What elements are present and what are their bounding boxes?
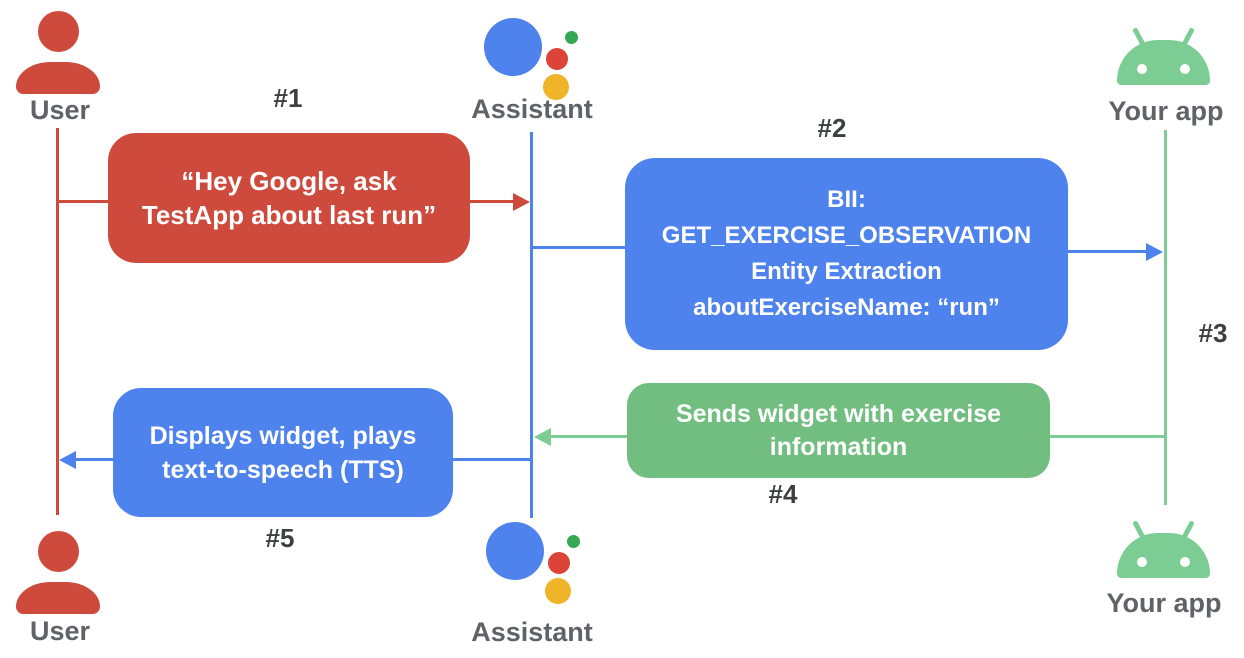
android-eye [1180,557,1190,567]
assistant-yellow-circle [543,74,569,100]
assistant-green-circle [567,535,580,548]
assistant-blue-circle [484,18,542,76]
connector-2-tail [532,246,625,249]
android-icon [1117,27,1210,85]
assistant-yellow-circle [545,578,571,604]
user-body [16,62,100,94]
message-box-5: Displays widget, plays text-to-speech (T… [113,388,453,517]
arrow-2-shaft [1068,250,1148,253]
actor-label-app-top: Your app [1108,96,1224,126]
step-tag-2: #2 [817,113,847,143]
user-head [37,531,79,572]
step-tag-3: #3 [1198,318,1228,348]
message-2-line: BII: [827,186,866,213]
assistant-red-circle [548,552,570,574]
android-eye [1137,64,1147,74]
message-box-1: “Hey Google, ask TestApp about last run” [108,133,470,263]
user-icon [16,11,100,94]
message-box-4: Sends widget with exercise information [627,383,1050,478]
message-2-line: Entity Extraction [751,258,942,285]
message-5-line: Displays widget, plays [149,421,417,450]
arrow-2-head-icon [1146,243,1163,261]
message-5-line: text-to-speech (TTS) [162,455,404,484]
android-dome [1117,533,1210,578]
message-4-line: Sends widget with exercise [675,399,1002,428]
message-2-line: aboutExerciseName: “run” [693,294,1000,321]
android-dome [1117,40,1210,85]
connector-5-tail [453,458,530,461]
assistant-blue-circle [486,522,544,580]
actor-label-user-top: User [29,95,91,125]
message-4-line: information [769,432,908,461]
step-tag-1: #1 [273,83,303,113]
message-2-line: GET_EXERCISE_OBSERVATION [661,222,1032,249]
actor-label-user-bottom: User [29,616,91,646]
arrow-4-shaft [550,435,627,438]
lifeline-app [1164,130,1167,505]
connector-4-tail [1050,435,1164,438]
user-head [37,11,79,52]
arrow-1-shaft [470,200,515,203]
assistant-green-circle [565,31,578,44]
assistant-red-circle [546,48,568,70]
user-body [16,582,100,614]
step-tag-5: #5 [265,523,295,553]
step-tag-4: #4 [768,479,798,509]
arrow-5-shaft [76,458,113,461]
assistant-icon [486,522,581,604]
assistant-icon [484,18,579,100]
arrow-5-head-icon [59,451,76,469]
actor-label-assistant-bottom: Assistant [471,617,593,647]
connector-1-tail [57,200,109,203]
message-1-line: “Hey Google, ask [181,166,397,196]
actor-label-assistant-top: Assistant [471,94,593,124]
message-box-2: BII: GET_EXERCISE_OBSERVATION Entity Ext… [625,158,1068,350]
lifeline-user [56,128,59,515]
lifeline-assistant [530,132,533,518]
user-icon [16,531,100,614]
message-1-line: TestApp about last run” [141,200,437,230]
actor-label-app-bottom: Your app [1106,588,1222,618]
android-eye [1180,64,1190,74]
android-eye [1137,557,1147,567]
arrow-1-head-icon [513,193,530,211]
arrow-4-head-icon [534,428,551,446]
android-icon [1117,520,1210,578]
